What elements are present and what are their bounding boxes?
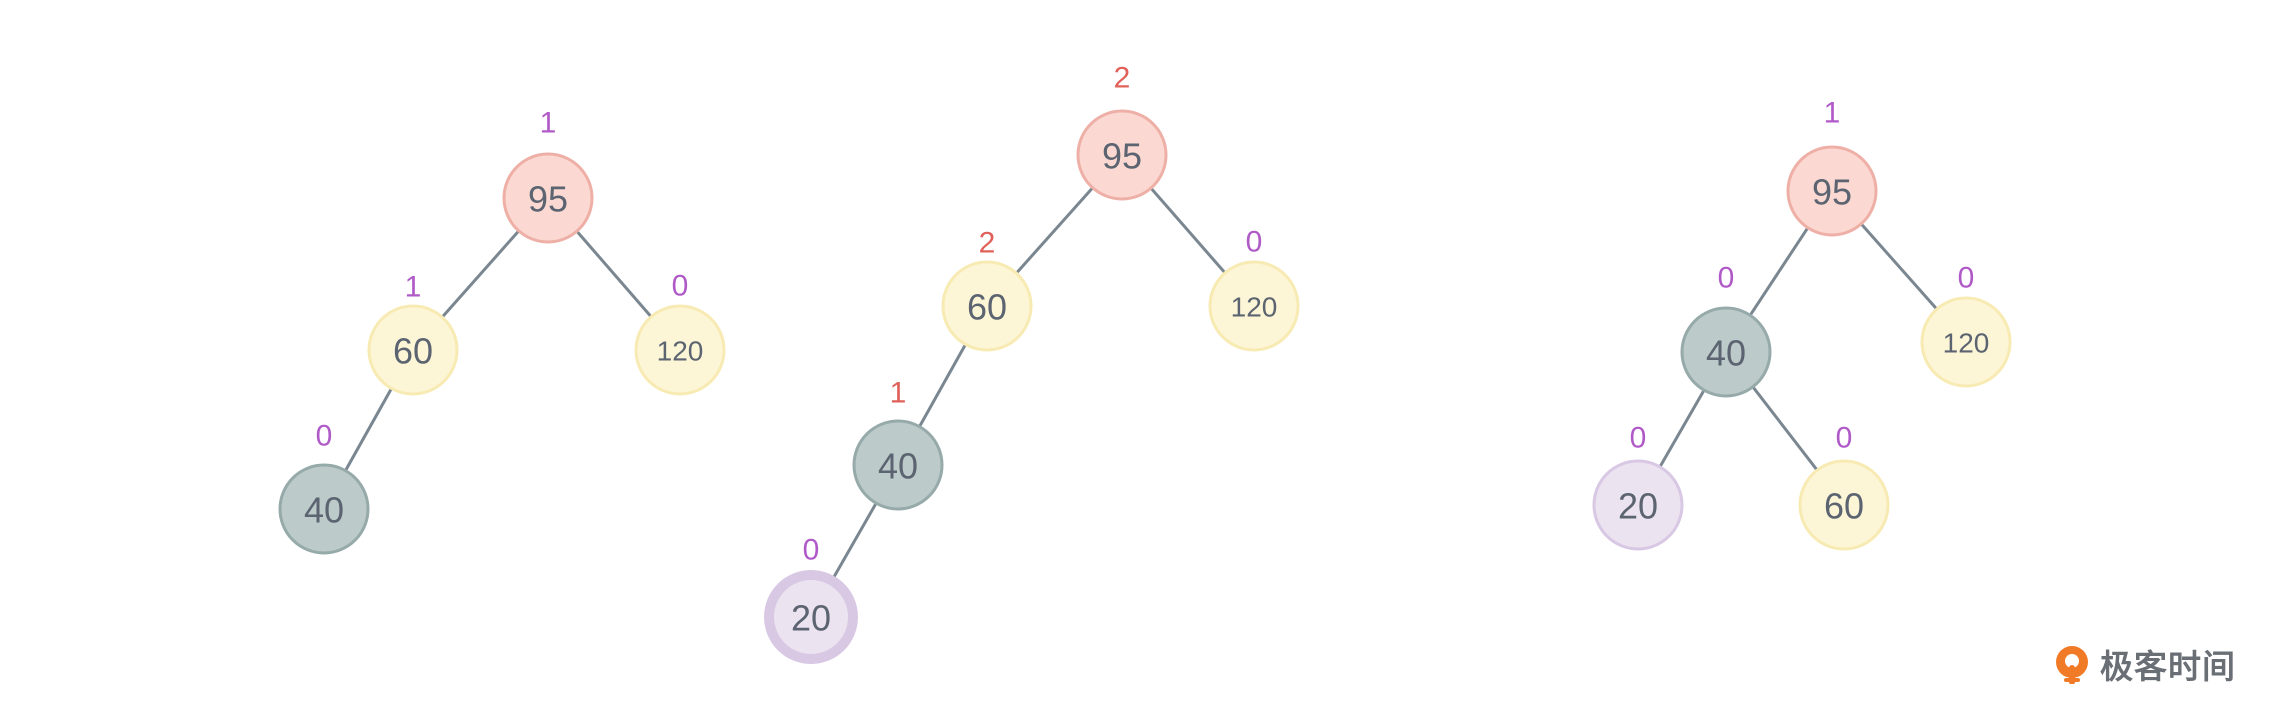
node-95: 95 1 — [1786, 97, 1878, 237]
node-label: 120 — [1943, 328, 1990, 359]
node-60: 60 2 — [941, 227, 1033, 352]
node-60: 60 0 — [1798, 422, 1890, 551]
edge-95-120 — [1150, 188, 1226, 273]
node-label: 20 — [1618, 486, 1658, 527]
balance-factor: 0 — [1718, 262, 1735, 295]
node-circle — [502, 152, 594, 244]
balance-factor: 0 — [672, 270, 689, 303]
node-label: 40 — [1706, 333, 1746, 374]
node-120: 120 0 — [634, 270, 726, 396]
tree-before-insert: 95 1 60 1 120 0 40 0 — [278, 107, 726, 555]
edge-40-20 — [832, 503, 877, 579]
node-circle — [367, 304, 459, 396]
balance-factor: 1 — [1824, 97, 1841, 130]
node-circle — [1076, 109, 1168, 201]
edge-40-20 — [1659, 390, 1705, 467]
node-circle — [1920, 296, 2012, 388]
geektime-logo-icon — [2056, 646, 2088, 684]
node-120: 120 0 — [1208, 226, 1300, 352]
node-20: 20 0 — [764, 534, 858, 664]
edge-60-40 — [918, 344, 967, 427]
edge-95-60 — [1016, 187, 1093, 274]
balance-factor: 0 — [1836, 422, 1853, 455]
balance-factor: 1 — [540, 107, 557, 140]
node-40: 40 0 — [278, 420, 370, 555]
node-circle — [774, 580, 848, 654]
node-circle — [634, 304, 726, 396]
balance-factor: 2 — [979, 227, 996, 260]
node-60: 60 1 — [367, 271, 459, 396]
node-120: 120 0 — [1920, 262, 2012, 388]
node-circle — [1592, 459, 1684, 551]
node-label: 60 — [967, 287, 1007, 328]
balance-factor: 0 — [1958, 262, 1975, 295]
node-circle — [1786, 145, 1878, 237]
edge-60-40 — [344, 388, 393, 471]
edge-95-120 — [576, 231, 652, 317]
node-label: 60 — [393, 331, 433, 372]
balance-factor: 0 — [316, 420, 333, 453]
node-circle — [1680, 306, 1772, 398]
node-label: 120 — [1231, 292, 1278, 323]
edge-95-40 — [1749, 227, 1809, 316]
node-label: 95 — [1812, 172, 1852, 213]
node-20: 20 0 — [1592, 422, 1684, 551]
geektime-logo: 极客时间 — [2052, 640, 2236, 688]
node-label: 95 — [528, 179, 568, 220]
node-label: 40 — [304, 490, 344, 531]
tree-after-rotation: 95 1 40 0 120 0 20 0 60 0 — [1592, 97, 2012, 551]
node-40: 40 1 — [852, 377, 944, 511]
edge-95-60 — [442, 230, 519, 318]
balance-factor: 0 — [1630, 422, 1647, 455]
balance-factor: 2 — [1114, 62, 1131, 95]
node-label: 120 — [657, 336, 704, 367]
node-40: 40 0 — [1680, 262, 1772, 398]
node-label: 60 — [1824, 486, 1864, 527]
node-circle — [941, 260, 1033, 352]
edge-40-60 — [1752, 386, 1818, 471]
node-circle — [1208, 260, 1300, 352]
node-label: 95 — [1102, 136, 1142, 177]
node-circle — [852, 419, 944, 511]
balance-factor: 0 — [1246, 226, 1263, 259]
logo-text: 极客时间 — [2100, 647, 2236, 686]
node-label: 20 — [791, 598, 831, 639]
edge-95-120 — [1861, 223, 1937, 310]
balance-factor: 1 — [890, 377, 907, 410]
node-circle — [278, 463, 370, 555]
node-95: 95 2 — [1076, 62, 1168, 201]
balance-factor: 0 — [803, 534, 820, 567]
balance-factor: 1 — [405, 271, 422, 304]
node-label: 40 — [878, 446, 918, 487]
node-circle — [1798, 459, 1890, 551]
node-95: 95 1 — [502, 107, 594, 244]
